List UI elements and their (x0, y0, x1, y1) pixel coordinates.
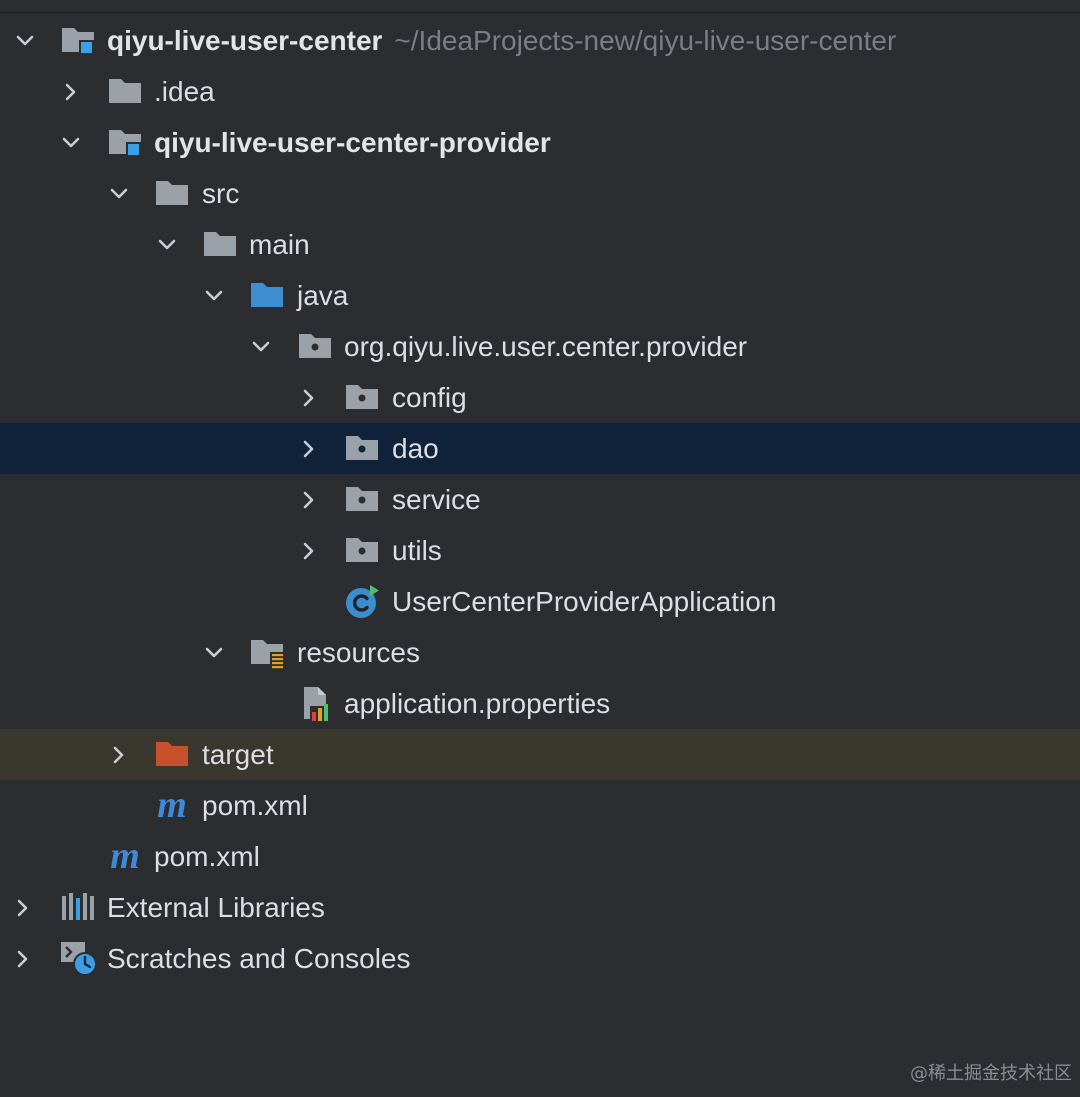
folder-icon (152, 173, 192, 213)
tree-label: config (392, 382, 467, 413)
tree-label: application.properties (344, 688, 611, 719)
folder-icon (105, 71, 145, 111)
tree-label: UserCenterProviderApplication (392, 586, 777, 617)
tree-label: Scratches and Consoles (107, 943, 411, 974)
chevron-down-icon[interactable] (10, 15, 40, 66)
chevron-right-icon[interactable] (294, 423, 324, 474)
tree-label: src (202, 178, 240, 209)
chevron-right-icon[interactable] (8, 933, 38, 984)
package-icon (342, 479, 382, 519)
tree-row-root-module[interactable]: qiyu-live-user-center~/IdeaProjects-new/… (0, 15, 1080, 66)
tree-label: External Libraries (107, 892, 325, 923)
maven-icon: m (152, 785, 192, 825)
svg-text:m: m (110, 837, 140, 875)
tree-row-target[interactable]: target (0, 729, 1080, 780)
tree-row-java[interactable]: java (0, 270, 1080, 321)
tree-label: java (297, 280, 349, 311)
package-icon (342, 530, 382, 570)
chevron-right-icon[interactable] (294, 474, 324, 525)
chevron-right-icon[interactable] (104, 729, 134, 780)
project-path: ~/IdeaProjects-new/qiyu-live-user-center (394, 25, 897, 56)
chevron-right-icon[interactable] (56, 66, 86, 117)
tree-row-provider-module[interactable]: qiyu-live-user-center-provider (0, 117, 1080, 168)
tree-row-root-pom[interactable]: m pom.xml (0, 831, 1080, 882)
tree-label: org.qiyu.live.user.center.provider (344, 331, 748, 362)
chevron-down-icon[interactable] (104, 168, 134, 219)
chevron-down-icon[interactable] (152, 219, 182, 270)
tree-label: service (392, 484, 481, 515)
tree-label: dao (392, 433, 439, 464)
libraries-icon (58, 887, 98, 927)
chevron-right-icon[interactable] (294, 372, 324, 423)
package-icon (342, 428, 382, 468)
tree-row-config[interactable]: config (0, 372, 1080, 423)
svg-text:m: m (157, 786, 187, 824)
module-folder-icon (58, 20, 98, 60)
tree-row-resources[interactable]: resources (0, 627, 1080, 678)
tree-row-dao[interactable]: dao (0, 423, 1080, 474)
tree-label: utils (392, 535, 442, 566)
tree-row-application-class[interactable]: UserCenterProviderApplication (0, 576, 1080, 627)
package-icon (342, 377, 382, 417)
properties-file-icon (295, 683, 335, 723)
watermark: @稀土掘金技术社区 (910, 1063, 1072, 1084)
module-folder-icon (105, 122, 145, 162)
tree-row-external-libraries[interactable]: External Libraries (0, 882, 1080, 933)
maven-icon: m (105, 836, 145, 876)
tree-label: resources (297, 637, 420, 668)
tree-label: pom.xml (154, 841, 260, 872)
tree-row-provider-pom[interactable]: m pom.xml (0, 780, 1080, 831)
excluded-folder-icon (152, 734, 192, 774)
scratches-icon (58, 938, 98, 978)
tree-row-service[interactable]: service (0, 474, 1080, 525)
tree-row-utils[interactable]: utils (0, 525, 1080, 576)
top-border (0, 0, 1080, 13)
chevron-down-icon[interactable] (56, 117, 86, 168)
chevron-down-icon[interactable] (246, 321, 276, 372)
package-icon (295, 326, 335, 366)
project-tree[interactable]: qiyu-live-user-center~/IdeaProjects-new/… (0, 15, 1080, 984)
source-folder-icon (247, 275, 287, 315)
tree-label: pom.xml (202, 790, 308, 821)
resources-folder-icon (247, 632, 287, 672)
tree-row-properties-file[interactable]: application.properties (0, 678, 1080, 729)
chevron-down-icon[interactable] (199, 627, 229, 678)
tree-row-scratches[interactable]: Scratches and Consoles (0, 933, 1080, 984)
tree-label: qiyu-live-user-center~/IdeaProjects-new/… (107, 25, 897, 56)
tree-label: .idea (154, 76, 215, 107)
tree-row-main[interactable]: main (0, 219, 1080, 270)
tree-label: target (202, 739, 274, 770)
spring-class-icon (342, 581, 382, 621)
tree-label: main (249, 229, 310, 260)
folder-icon (200, 224, 240, 264)
chevron-right-icon[interactable] (8, 882, 38, 933)
tree-row-idea[interactable]: .idea (0, 66, 1080, 117)
chevron-right-icon[interactable] (294, 525, 324, 576)
tree-label: qiyu-live-user-center-provider (154, 127, 551, 158)
tree-row-package[interactable]: org.qiyu.live.user.center.provider (0, 321, 1080, 372)
tree-row-src[interactable]: src (0, 168, 1080, 219)
chevron-down-icon[interactable] (199, 270, 229, 321)
